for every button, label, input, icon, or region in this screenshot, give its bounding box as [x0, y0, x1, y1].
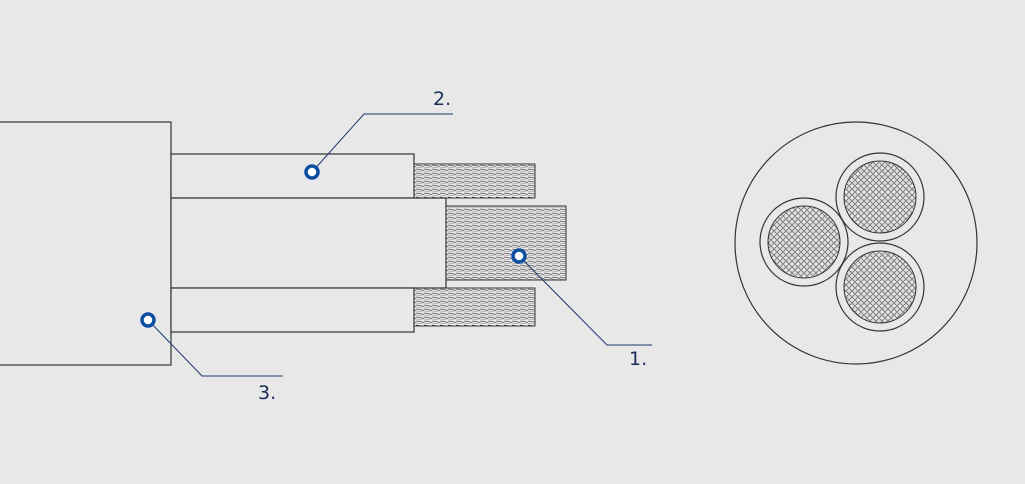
cross-section-core-top-conductor [843, 160, 917, 234]
callout-label-insulation: 2. [433, 88, 452, 110]
callout-marker-conductor [511, 248, 527, 264]
callout-line-insulation [311, 113, 453, 173]
cross-section-core-bottom-conductor [843, 250, 917, 324]
callout-marker-insulation [304, 164, 320, 180]
insulated-core-bottom [170, 287, 415, 333]
conductor-strands-middle [445, 205, 567, 281]
conductor-strands-top [413, 163, 536, 199]
callout-marker-outer-sheath [140, 312, 156, 328]
callout-line-outer-sheath [147, 319, 283, 377]
cross-section-core-left-conductor [767, 205, 841, 279]
callout-label-outer-sheath: 3. [258, 382, 277, 404]
insulated-core-middle [170, 197, 447, 289]
cable-cross-section [734, 121, 978, 365]
callout-label-conductor: 1. [629, 348, 648, 370]
callout-line-conductor [518, 255, 652, 346]
outer-sheath-side [0, 121, 172, 366]
conductor-strands-bottom [413, 287, 536, 327]
insulated-core-top [170, 153, 415, 199]
